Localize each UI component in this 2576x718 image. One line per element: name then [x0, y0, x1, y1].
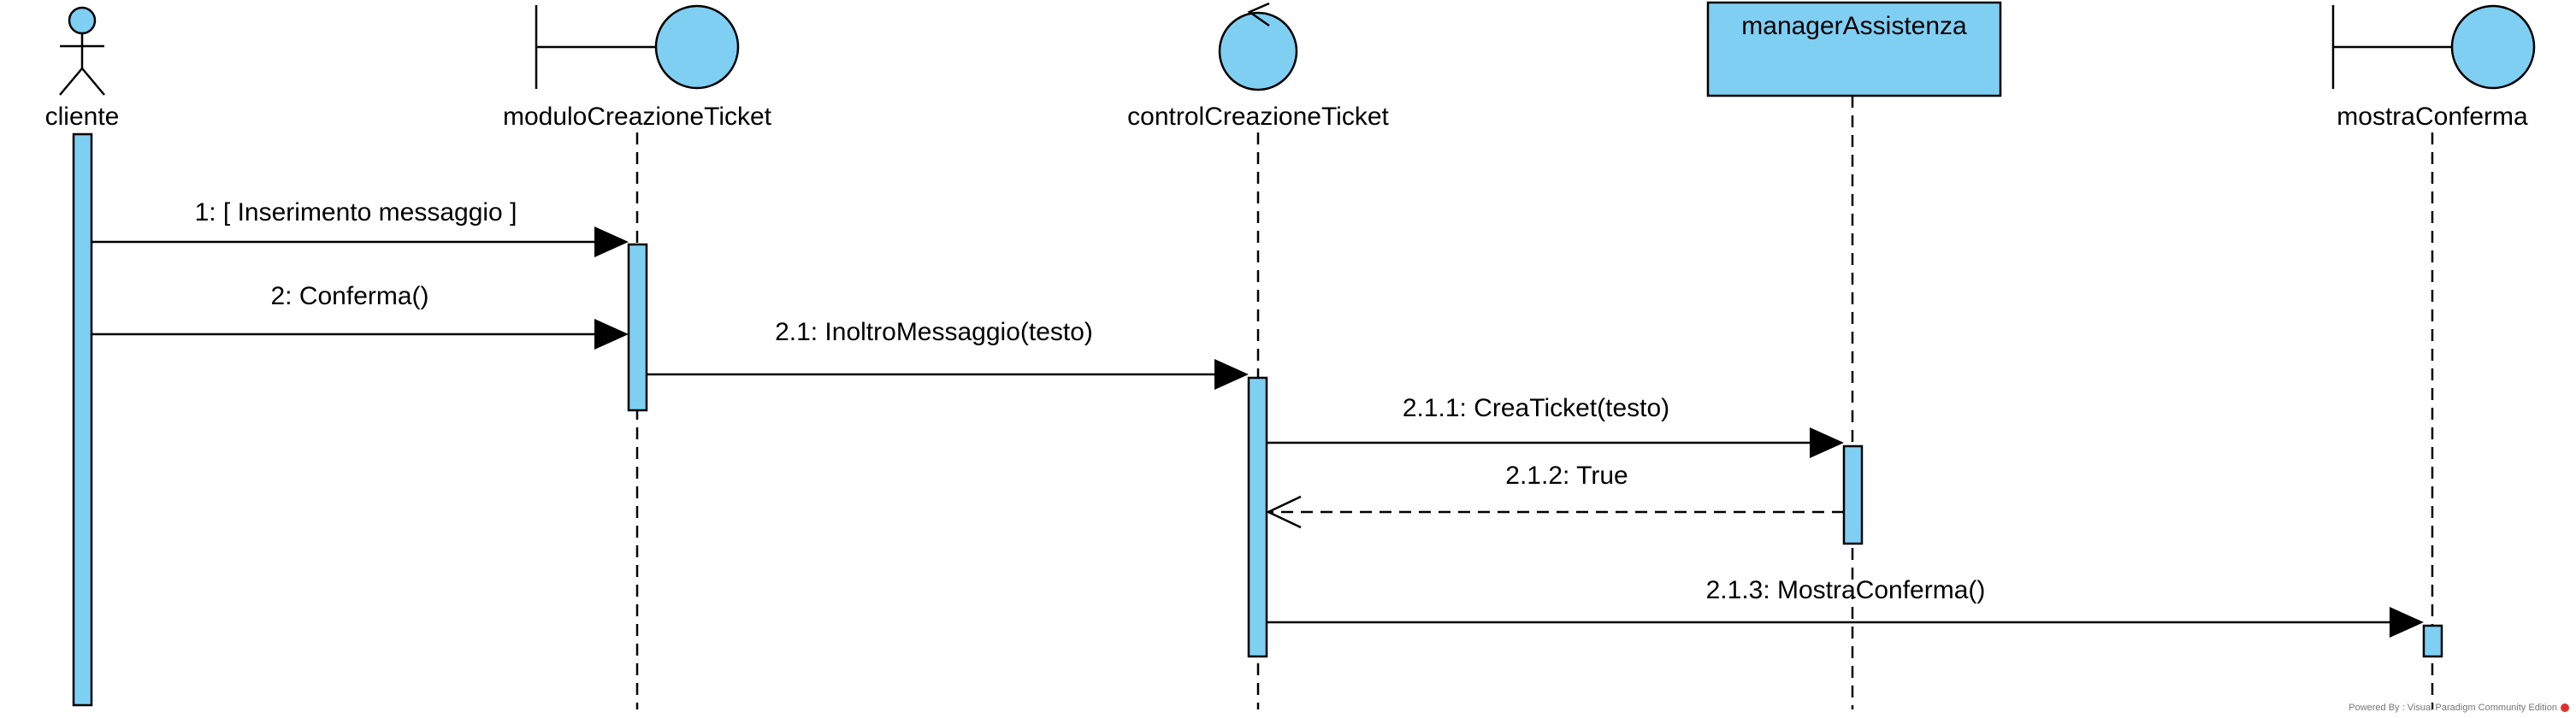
message-2-1-1: 2.1.1: CreaTicket(testo) [1267, 394, 1844, 458]
message-label: 2.1.3: MostraConferma() [1706, 576, 1986, 604]
participant-label-modulo: moduloCreazioneTicket [503, 103, 772, 131]
watermark-text: Powered By : Visual Paradigm Community E… [2349, 703, 2557, 713]
message-2: 2: Conferma() [92, 282, 629, 350]
boundary-icon [2331, 4, 2536, 90]
message-2-1: 2.1: InoltroMessaggio(testo) [647, 318, 1249, 390]
message-2-1-2: 2.1.2: True [1266, 462, 1844, 529]
watermark: Powered By : Visual Paradigm Community E… [2349, 703, 2569, 713]
boundary-icon [535, 4, 740, 90]
activation-bar-control [1247, 376, 1268, 658]
arrowhead-filled [1214, 359, 1249, 390]
message-label: 2.1.2: True [1505, 462, 1628, 490]
participant-label-cliente: cliente [45, 103, 120, 131]
arrowhead-open [1266, 495, 1302, 529]
actor-icon [59, 6, 105, 96]
message-label: 2.1: InoltroMessaggio(testo) [775, 318, 1093, 346]
message-label: 2.1.1: CreaTicket(testo) [1403, 394, 1669, 422]
visual-paradigm-logo-icon [2561, 703, 2569, 712]
activation-bar-mostra [2422, 624, 2443, 658]
message-1: 1: [ Inserimento messaggio ] [92, 198, 629, 257]
activation-bar-manager [1842, 444, 1864, 545]
arrowhead-filled [594, 227, 629, 257]
arrowhead-filled [2390, 607, 2424, 638]
activation-bar-modulo [627, 243, 648, 412]
arrowhead-filled [594, 319, 629, 350]
message-label: 2: Conferma() [270, 282, 428, 310]
participant-label-manager: managerAssistenza [1741, 12, 1967, 40]
participant-label-control: controlCreazioneTicket [1127, 103, 1389, 131]
message-2-1-3: 2.1.3: MostraConferma() [1267, 576, 2424, 638]
control-icon [1218, 2, 1298, 91]
activation-bar-cliente [72, 132, 93, 707]
object-box [1706, 1, 2002, 97]
arrowhead-filled [1810, 427, 1844, 458]
message-label: 1: [ Inserimento messaggio ] [195, 198, 517, 227]
participant-label-mostra: mostraConferma [2337, 103, 2528, 131]
